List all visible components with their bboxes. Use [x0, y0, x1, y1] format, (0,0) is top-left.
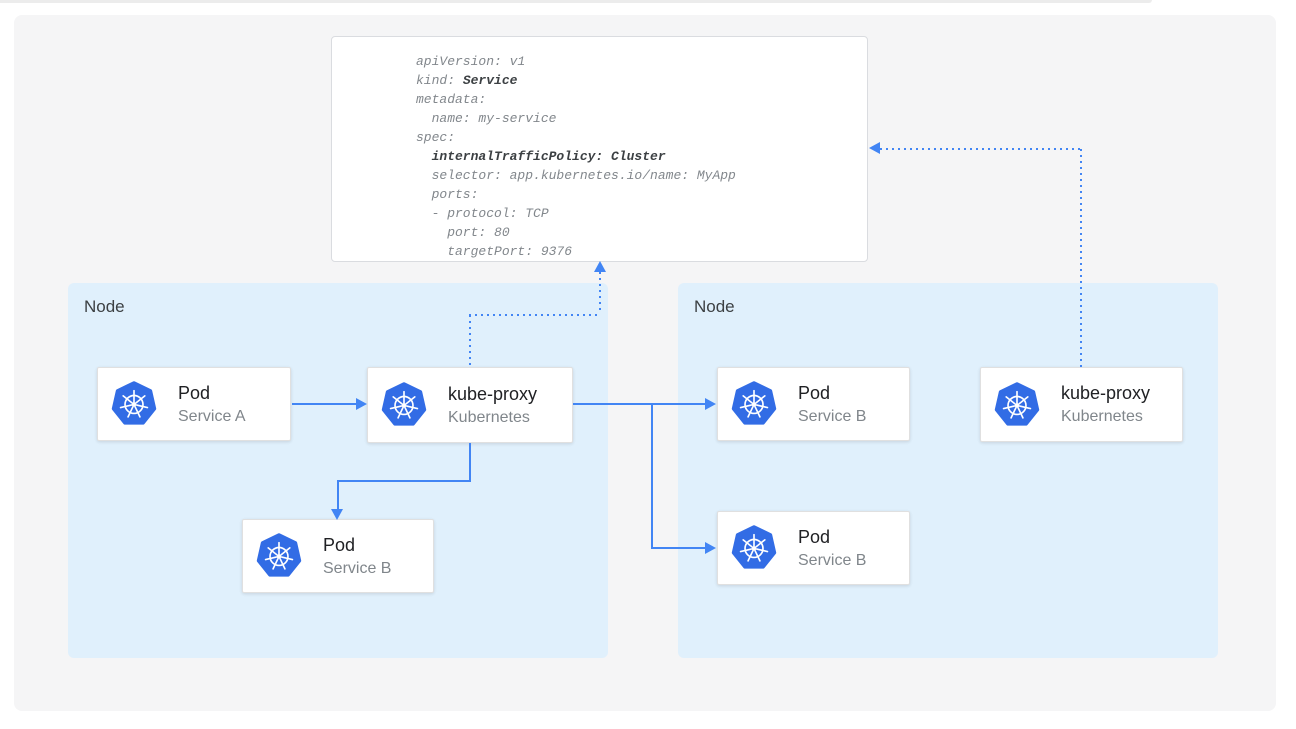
node-left: Node — [68, 283, 608, 658]
code-line-internal-traffic-policy: internalTrafficPolicy: Cluster — [416, 149, 666, 164]
code-line: spec: — [416, 130, 456, 145]
dotted-left-kubeproxy-up — [469, 315, 471, 367]
kubernetes-icon — [994, 382, 1040, 428]
kubernetes-icon — [731, 525, 777, 571]
dotted-left-kubeproxy-across — [469, 314, 601, 316]
dotted-left-kubeproxy-up2 — [599, 272, 601, 314]
card-subtitle: Service B — [798, 407, 867, 425]
kubernetes-icon — [381, 382, 427, 428]
code-line: metadata: — [416, 92, 487, 107]
arrow-to-pod-b-left-head — [331, 509, 343, 520]
code-line: apiVersion: v1 — [416, 54, 526, 69]
arrow-branch-to-pod-rb-line — [651, 547, 706, 549]
card-title: Pod — [798, 382, 831, 403]
card-subtitle: Kubernetes — [1061, 408, 1143, 425]
card-title: kube-proxy — [448, 383, 538, 404]
dotted-right-kubeproxy-up — [1080, 149, 1082, 367]
code-line: port: 80 — [416, 225, 510, 240]
pod-service-a-card: Pod Service A — [97, 367, 291, 441]
kube-proxy-left-card: kube-proxy Kubernetes — [367, 367, 573, 443]
node-right: Node — [678, 283, 1218, 658]
card-title: kube-proxy — [1061, 383, 1151, 403]
dotted-left-kubeproxy-head — [594, 261, 606, 272]
arrow-kubeproxy-down-line — [469, 443, 471, 482]
top-divider — [0, 0, 1152, 3]
card-subtitle: Service B — [323, 559, 392, 577]
code-line: ports: — [416, 187, 479, 202]
kubernetes-icon — [731, 381, 777, 427]
arrow-branch-to-pod-rb-head — [705, 542, 716, 554]
arrow-kubeproxy-to-pod-rt-line — [573, 403, 706, 405]
card-subtitle: Service A — [178, 407, 246, 425]
arrow-kubeproxy-left-line — [337, 480, 471, 482]
arrow-kubeproxy-to-pod-rt-head — [705, 398, 716, 410]
card-title: Pod — [178, 382, 211, 403]
kubernetes-icon — [256, 533, 302, 579]
card-title: Pod — [323, 534, 356, 555]
card-subtitle: Kubernetes — [448, 408, 530, 426]
code-line: selector: app.kubernetes.io/name: MyApp — [416, 168, 736, 183]
code-line: kind: Service — [416, 73, 518, 88]
card-subtitle: Service B — [798, 551, 867, 569]
node-left-label: Node — [84, 297, 125, 316]
node-right-label: Node — [694, 297, 735, 316]
card-title: Pod — [798, 526, 831, 547]
code-line: targetPort: 9376 — [416, 244, 573, 259]
kubernetes-icon — [111, 381, 157, 427]
arrow-poda-to-kubeproxy-line — [292, 403, 357, 405]
code-line: - protocol: TCP — [416, 206, 549, 221]
pod-service-b-left-card: Pod Service B — [242, 519, 434, 593]
pod-service-b-right-top-card: Pod Service B — [717, 367, 910, 441]
dotted-right-kubeproxy-head — [869, 142, 880, 154]
kube-proxy-right-card: kube-proxy Kubernetes — [980, 367, 1183, 442]
arrow-to-pod-b-left-line — [337, 480, 339, 510]
pod-service-b-right-bottom-card: Pod Service B — [717, 511, 910, 585]
code-line: name: my-service — [416, 111, 557, 126]
service-yaml-panel: apiVersion: v1 kind: Service metadata: n… — [331, 36, 868, 262]
dotted-right-kubeproxy-across — [880, 148, 1081, 150]
arrow-poda-to-kubeproxy-head — [356, 398, 367, 410]
arrow-branch-down-line — [651, 403, 653, 549]
